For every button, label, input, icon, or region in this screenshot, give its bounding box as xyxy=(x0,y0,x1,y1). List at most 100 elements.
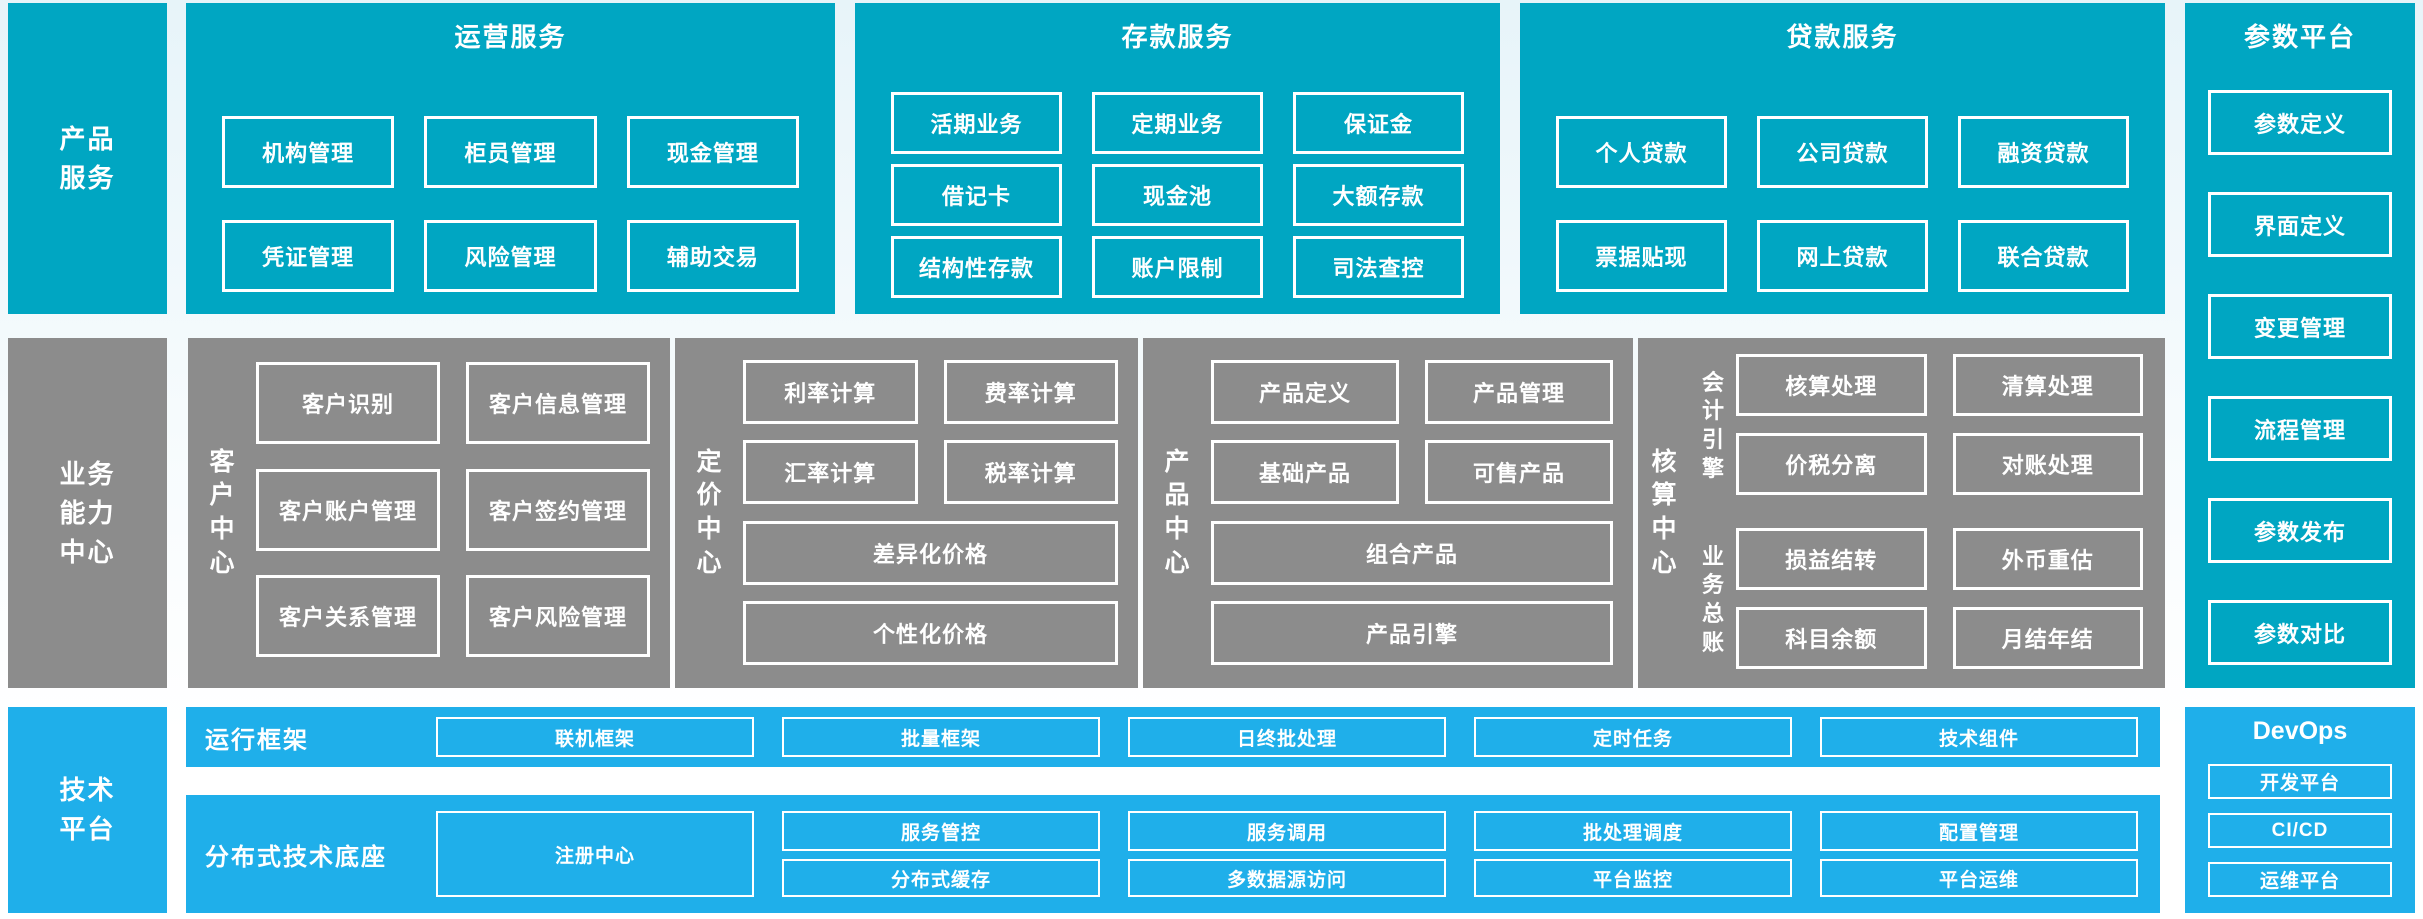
product-center-grid: 产品定义 产品管理 基础产品 可售产品 组合产品 产品引擎 xyxy=(1211,338,1633,688)
node-auxiliary-transaction: 辅助交易 xyxy=(626,220,799,292)
operations-services-grid: 机构管理 柜员管理 现金管理 凭证管理 风险管理 辅助交易 xyxy=(186,116,835,292)
devops-list: 开发平台 CI/CD 运维平台 xyxy=(2185,764,2415,897)
node-product-engine: 产品引擎 xyxy=(1211,600,1613,665)
rail-tech-platform-label: 技术 平台 xyxy=(59,775,116,844)
node-exchange-rate-calc: 汇率计算 xyxy=(743,440,918,505)
node-interface-definition: 界面定义 xyxy=(2208,192,2392,257)
node-platform-monitoring: 平台监控 xyxy=(1474,859,1792,897)
section-loan-services: 贷款服务 个人贷款 公司贷款 融资贷款 票据贴现 网上贷款 联合贷款 xyxy=(1520,3,2165,314)
node-product-mgmt: 产品管理 xyxy=(1425,360,1613,424)
node-corporate-loan: 公司贷款 xyxy=(1757,116,1928,188)
parameter-platform-title: 参数平台 xyxy=(2243,22,2356,52)
accounting-center-groups: 会 计 引 擎 核算处理 清算处理 价税分离 对账处理 业 务 总 账 损益结转… xyxy=(1690,338,2165,688)
node-parameter-release: 参数发布 xyxy=(2208,498,2392,563)
node-differentiated-pricing: 差异化价格 xyxy=(743,520,1118,585)
node-batch-framework: 批量框架 xyxy=(782,717,1100,757)
node-tech-components: 技术组件 xyxy=(1820,717,2138,757)
node-fee-rate-calc: 费率计算 xyxy=(943,360,1118,424)
rail-business-capability: 业务 能力 中心 xyxy=(8,338,167,688)
rail-business-capability-label: 业务 能力 中心 xyxy=(59,458,116,567)
accounting-center-label: 核 算 中 心 xyxy=(1651,447,1677,577)
node-sellable-product: 可售产品 xyxy=(1425,440,1613,505)
node-time-deposit: 定期业务 xyxy=(1092,92,1263,154)
node-risk-mgmt: 风险管理 xyxy=(424,220,597,292)
node-month-year-end-closing: 月结年结 xyxy=(1952,607,2143,669)
node-ops-platform: 运维平台 xyxy=(2208,862,2392,897)
node-subject-balance: 科目余额 xyxy=(1736,607,1927,669)
business-ledger-group: 业 务 总 账 损益结转 外币重估 科目余额 月结年结 xyxy=(1690,528,2143,672)
section-customer-center: 客 户 中 心 客户识别 客户信息管理 客户账户管理 客户签约管理 客户关系管理… xyxy=(188,338,670,688)
node-process-mgmt: 流程管理 xyxy=(2208,396,2392,461)
node-batch-scheduling: 批处理调度 xyxy=(1474,811,1792,851)
node-judicial-control: 司法查控 xyxy=(1293,236,1464,298)
node-account-restriction: 账户限制 xyxy=(1092,236,1263,298)
business-ledger-grid: 损益结转 外币重估 科目余额 月结年结 xyxy=(1736,528,2143,672)
node-demand-deposit: 活期业务 xyxy=(891,92,1062,154)
node-online-loan: 网上贷款 xyxy=(1757,220,1928,292)
pricing-center-grid: 利率计算 费率计算 汇率计算 税率计算 差异化价格 个性化价格 xyxy=(743,338,1138,688)
customer-center-label: 客 户 中 心 xyxy=(209,447,235,577)
node-financing-loan: 融资贷款 xyxy=(1958,116,2129,188)
section-deposit-services: 存款服务 活期业务 定期业务 保证金 借记卡 现金池 大额存款 结构性存款 账户… xyxy=(855,3,1500,314)
node-large-deposit: 大额存款 xyxy=(1293,164,1464,226)
node-customer-info-mgmt: 客户信息管理 xyxy=(466,362,650,444)
node-tax-rate-calc: 税率计算 xyxy=(943,440,1118,505)
loan-services-grid: 个人贷款 公司贷款 融资贷款 票据贴现 网上贷款 联合贷款 xyxy=(1520,116,2165,292)
node-foreign-currency-revaluation: 外币重估 xyxy=(1952,528,2143,590)
node-change-mgmt: 变更管理 xyxy=(2208,294,2392,359)
product-center-label: 产 品 中 心 xyxy=(1164,447,1190,577)
section-runtime-framework: 运行框架 联机框架 批量框架 日终批处理 定时任务 技术组件 xyxy=(186,707,2160,767)
section-devops: DevOps 开发平台 CI/CD 运维平台 xyxy=(2185,707,2415,913)
node-config-mgmt: 配置管理 xyxy=(1820,811,2138,851)
business-ledger-label: 业 务 总 账 xyxy=(1701,543,1724,655)
rail-tech-platform: 技术 平台 xyxy=(8,707,167,913)
distributed-tech-base-label: 分布式技术底座 xyxy=(205,843,387,871)
devops-title: DevOps xyxy=(2252,717,2348,745)
pricing-center-label: 定 价 中 心 xyxy=(696,447,722,577)
node-customer-risk-mgmt: 客户风险管理 xyxy=(466,575,650,658)
node-scheduled-tasks: 定时任务 xyxy=(1474,717,1792,757)
node-price-tax-separation: 价税分离 xyxy=(1736,433,1927,495)
node-distributed-cache: 分布式缓存 xyxy=(782,859,1100,897)
section-product-center: 产 品 中 心 产品定义 产品管理 基础产品 可售产品 组合产品 产品引擎 xyxy=(1143,338,1633,688)
node-platform-ops: 平台运维 xyxy=(1820,859,2138,897)
node-clearing-processing: 清算处理 xyxy=(1952,354,2143,416)
node-dev-platform: 开发平台 xyxy=(2208,764,2392,799)
node-registry-center: 注册中心 xyxy=(436,811,754,897)
node-margin-deposit: 保证金 xyxy=(1293,92,1464,154)
rail-product-services-label: 产品 服务 xyxy=(59,123,116,193)
node-personal-loan: 个人贷款 xyxy=(1556,116,1727,188)
rail-product-services: 产品 服务 xyxy=(8,3,167,314)
node-customer-account-mgmt: 客户账户管理 xyxy=(256,468,440,551)
node-eod-batch-processing: 日终批处理 xyxy=(1128,717,1446,757)
node-customer-identification: 客户识别 xyxy=(256,362,440,444)
loan-services-title: 贷款服务 xyxy=(1786,22,1899,52)
deposit-services-title: 存款服务 xyxy=(1121,22,1234,52)
parameter-platform-list: 参数定义 界面定义 变更管理 流程管理 参数发布 参数对比 xyxy=(2185,90,2415,665)
node-interest-rate-calc: 利率计算 xyxy=(743,360,918,424)
node-basic-product: 基础产品 xyxy=(1211,440,1399,505)
node-cash-pool: 现金池 xyxy=(1092,164,1263,226)
node-profit-loss-carryover: 损益结转 xyxy=(1736,528,1927,590)
node-parameter-definition: 参数定义 xyxy=(2208,90,2392,155)
node-parameter-compare: 参数对比 xyxy=(2208,600,2392,665)
accounting-engine-label: 会 计 引 擎 xyxy=(1701,369,1724,481)
node-ci-cd: CI/CD xyxy=(2208,813,2392,848)
node-bill-discount: 票据贴现 xyxy=(1556,220,1727,292)
node-combined-product: 组合产品 xyxy=(1211,520,1613,585)
operations-services-title: 运营服务 xyxy=(454,22,567,52)
node-syndicated-loan: 联合贷款 xyxy=(1958,220,2129,292)
node-service-governance: 服务管控 xyxy=(782,811,1100,851)
runtime-framework-label: 运行框架 xyxy=(205,726,309,754)
node-multi-datasource-access: 多数据源访问 xyxy=(1128,859,1446,897)
section-accounting-center: 核 算 中 心 会 计 引 擎 核算处理 清算处理 价税分离 对账处理 业 务 … xyxy=(1638,338,2165,688)
node-institution-mgmt: 机构管理 xyxy=(222,116,395,188)
node-personalized-pricing: 个性化价格 xyxy=(743,600,1118,665)
node-customer-contract-mgmt: 客户签约管理 xyxy=(466,468,650,551)
node-service-invocation: 服务调用 xyxy=(1128,811,1446,851)
section-operations-services: 运营服务 机构管理 柜员管理 现金管理 凭证管理 风险管理 辅助交易 xyxy=(186,3,835,314)
distributed-tech-base-grid: 注册中心 服务管控 服务调用 批处理调度 配置管理 分布式缓存 多数据源访问 平… xyxy=(436,795,2160,913)
node-structured-deposit: 结构性存款 xyxy=(891,236,1062,298)
customer-center-grid: 客户识别 客户信息管理 客户账户管理 客户签约管理 客户关系管理 客户风险管理 xyxy=(256,338,670,688)
